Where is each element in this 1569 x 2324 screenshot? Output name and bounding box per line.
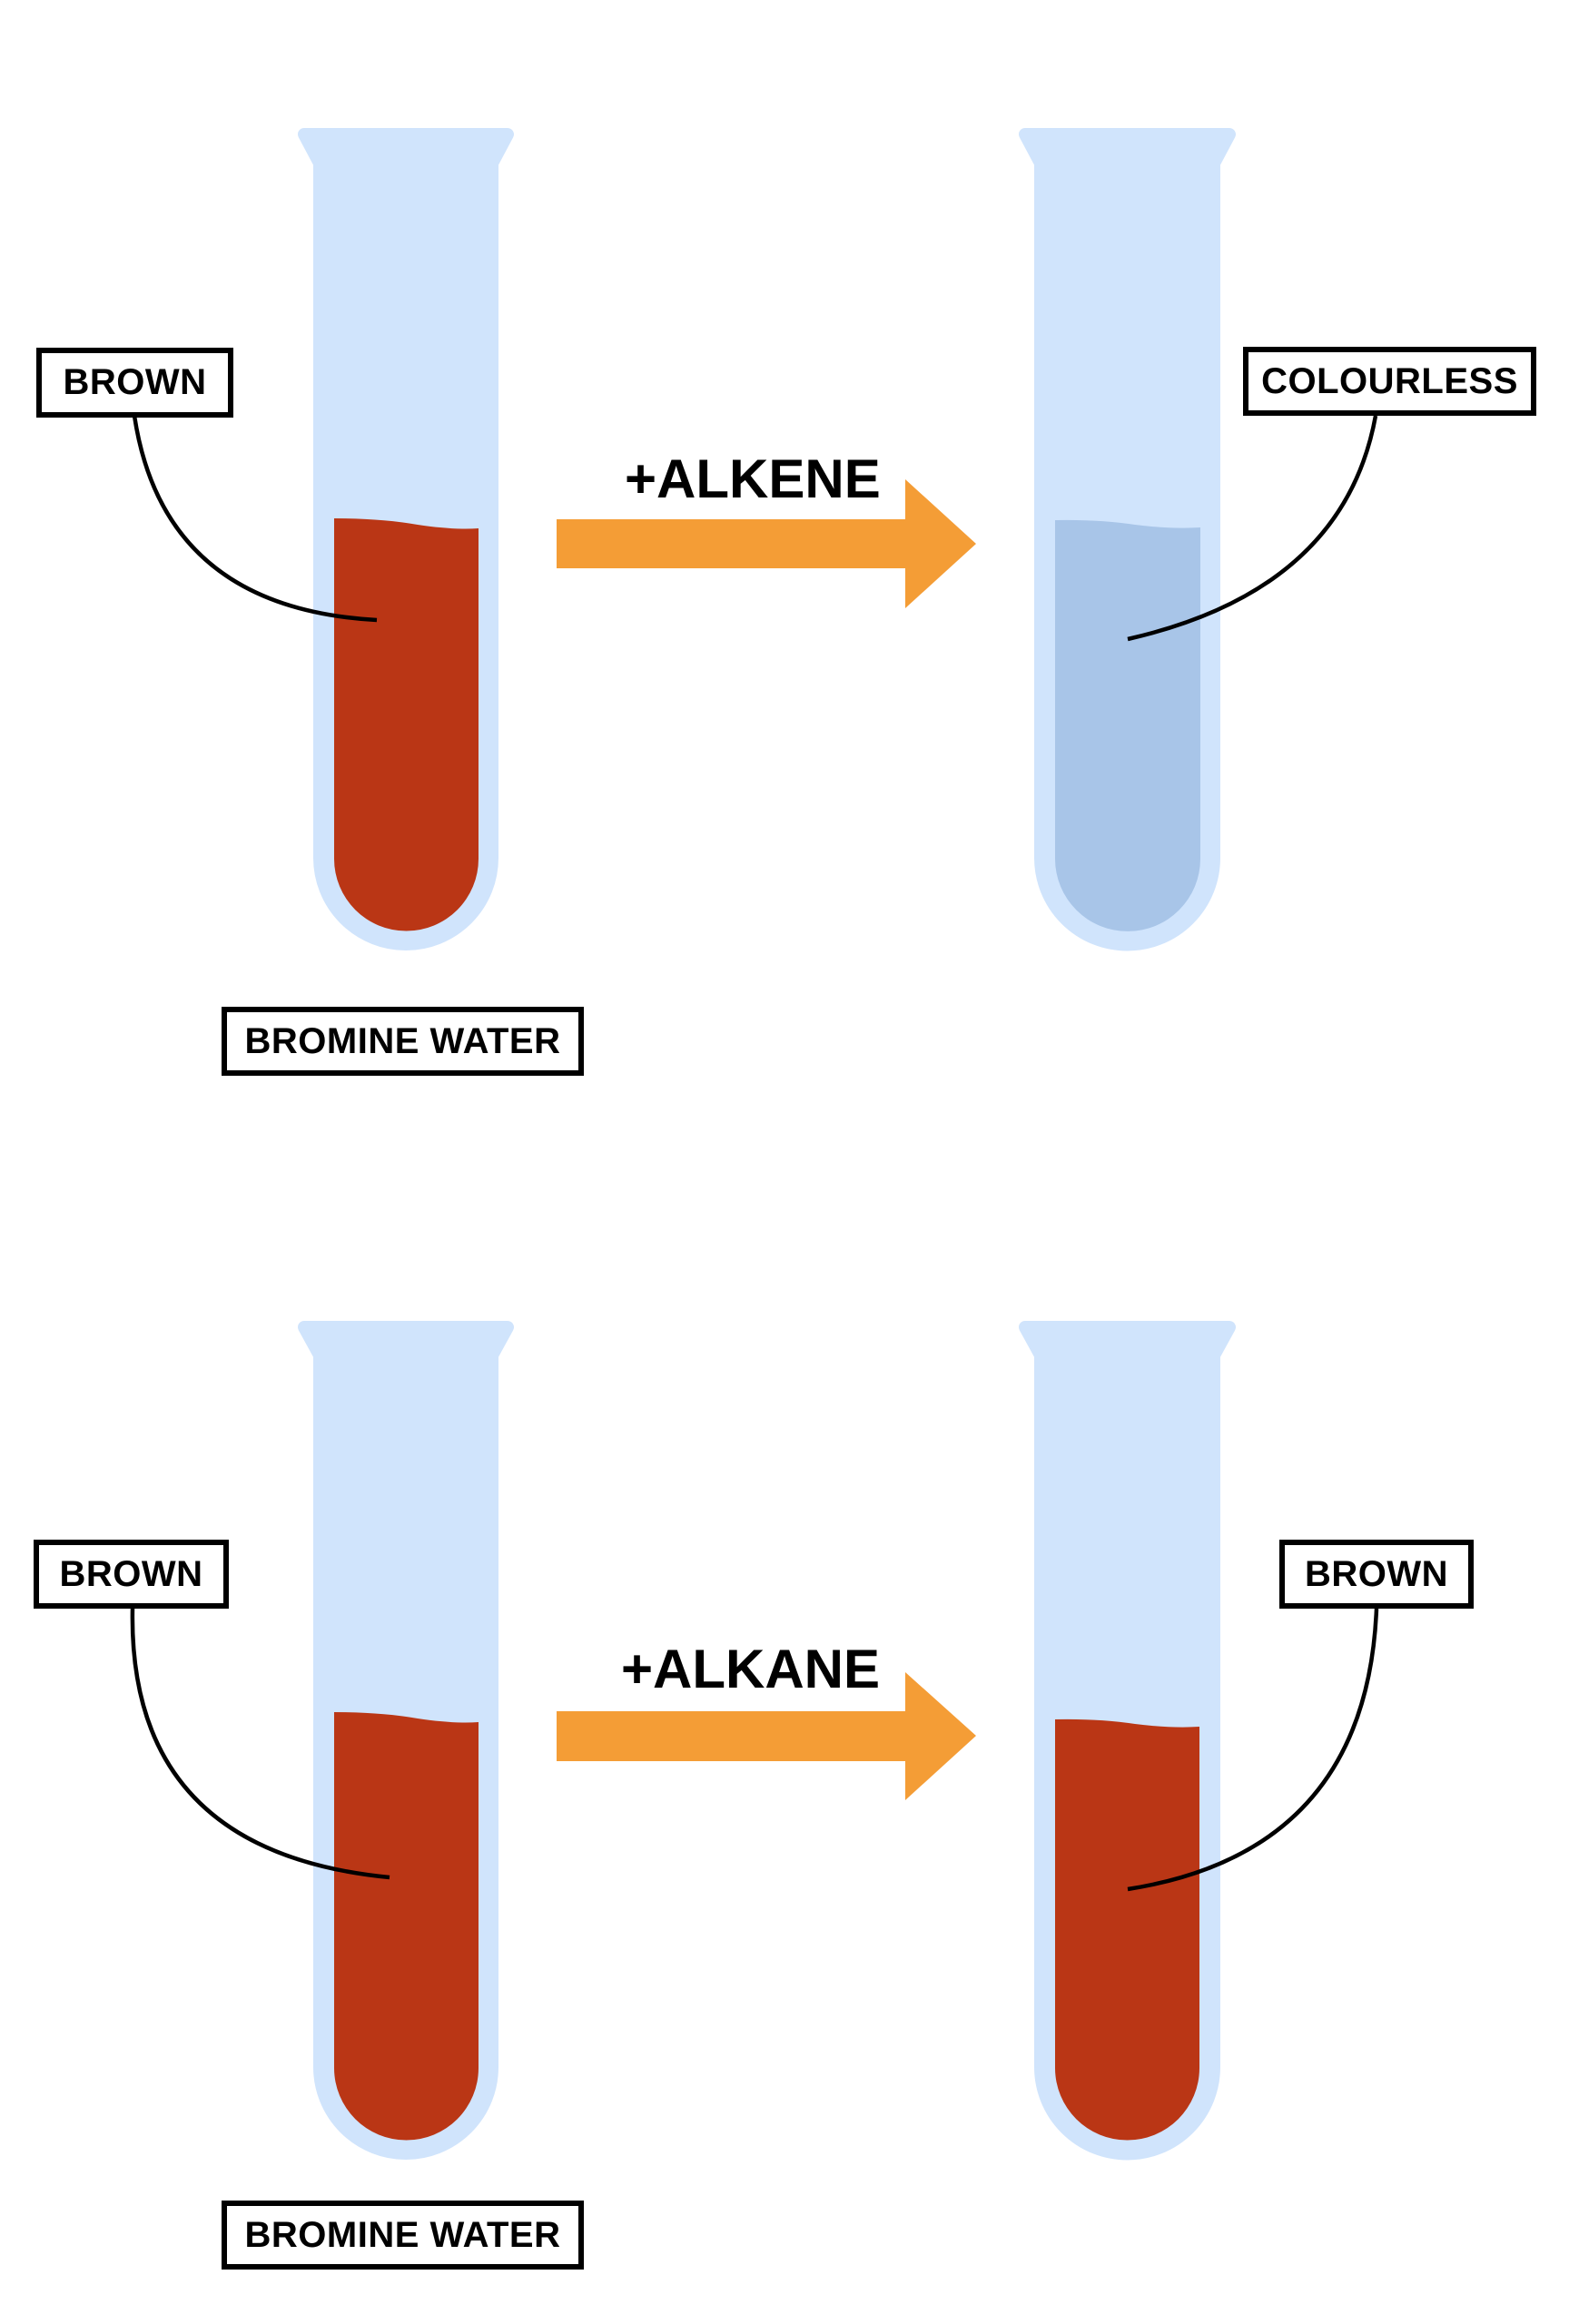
tube-liquid [1055,1718,1199,2141]
label-top-right-colour: COLOURLESS [1243,347,1536,416]
label-text: BROWN [63,362,207,402]
tube-liquid [1055,519,1200,931]
label-text: COLOURLESS [1261,360,1518,401]
label-text: BROWN [1304,1553,1449,1594]
label-text: BROMINE WATER [244,2214,561,2255]
tube-liquid [334,1712,479,2141]
reaction-arrow-top [557,479,976,608]
label-bottom-right-colour: BROWN [1279,1540,1474,1609]
test-tube-top-right [1019,128,1236,951]
label-text: BROWN [59,1553,203,1594]
label-text: BROMINE WATER [244,1020,561,1061]
leader-line [130,1607,390,1880]
reagent-label-top: +ALKENE [625,448,881,509]
label-top-left-caption: BROMINE WATER [222,1007,584,1076]
leader-line [1127,415,1378,642]
tube-liquid [334,518,479,931]
test-tube-bottom-right [1019,1321,1236,2161]
label-bottom-left-colour: BROWN [34,1540,229,1609]
leader-line [1127,1608,1379,1892]
label-bottom-left-caption: BROMINE WATER [222,2201,584,2270]
test-tube-top-left [298,128,514,950]
arrow-icon [557,479,976,608]
leader-line [132,415,378,623]
label-top-left-colour: BROWN [36,348,233,418]
test-tube-bottom-left [298,1321,514,2160]
reaction-arrow-bottom [557,1672,976,1800]
reagent-label-bottom: +ALKANE [621,1639,881,1699]
arrow-icon [557,1672,976,1800]
